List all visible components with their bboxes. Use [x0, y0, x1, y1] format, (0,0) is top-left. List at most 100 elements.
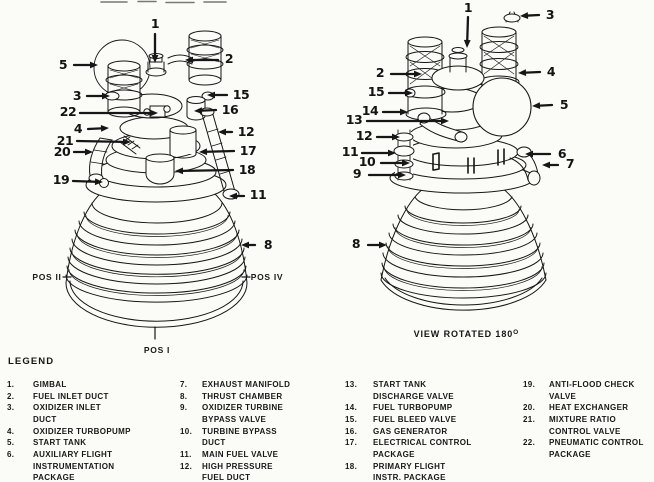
callout-number-rotated-12: 12 [355, 128, 373, 143]
callout-arrow-head [398, 171, 406, 179]
caption-degree-sup: O [513, 328, 519, 336]
callout-arrow-head [185, 56, 193, 64]
scan-artifact-marks [100, 0, 227, 4]
legend-entry-text: HIGH PRESSURE [202, 461, 273, 471]
legend-entry-number: 20. [523, 403, 536, 413]
legend-entry-text: PRIMARY FLIGHT [373, 461, 446, 471]
legend-entry-number: 10. [180, 426, 193, 436]
engine-rotated-art [380, 11, 547, 311]
callout-arrow-line [526, 13, 541, 17]
legend-entry-text: DUCT [33, 415, 57, 424]
callout-arrow-head [102, 92, 110, 100]
callout-number-front-1: 1 [150, 16, 160, 31]
callout-number-front-8: 8 [263, 237, 273, 252]
legend-entry-number: 9. [180, 403, 188, 413]
callout-arrow-head [241, 241, 249, 249]
legend-entry-number: 18. [345, 461, 358, 471]
legend-entry-number: 16. [345, 426, 358, 436]
callout-arrow-head [402, 159, 410, 167]
legend-entry-text: GIMBAL [33, 380, 67, 389]
legend-entry-text: BYPASS VALVE [202, 415, 267, 424]
callout-number-rotated-8: 8 [351, 236, 361, 251]
legend-entry-text: OXIDIZER INLET [33, 403, 102, 413]
callout-arrow-head [194, 107, 203, 115]
view-rotated-caption: VIEW ROTATED 180O [414, 328, 519, 340]
legend-entry-text: FUEL BLEED VALVE [373, 415, 457, 424]
callout-number-rotated-9: 9 [352, 166, 362, 181]
legend-entry-text: MAIN FUEL VALVE [202, 450, 279, 459]
callout-number-front-11: 11 [249, 187, 267, 202]
engine-front-art [65, 30, 248, 328]
legend-entry-text: ELECTRICAL CONTROL [373, 438, 472, 448]
callout-arrow-line [538, 103, 554, 107]
callout-arrow-head [175, 167, 184, 175]
legend-entry-text: CONTROL VALVE [549, 426, 621, 436]
legend-title: LEGEND [8, 356, 55, 367]
callout-arrow-head [525, 150, 533, 158]
callout-arrow-head [100, 124, 109, 132]
callout-arrow-line [466, 15, 470, 42]
legend-entry-text: DISCHARGE VALVE [373, 391, 454, 401]
legend-entry-text: PNEUMATIC CONTROL [549, 438, 644, 448]
callout-number-front-19: 19 [52, 172, 70, 187]
callout-arrow-head [207, 91, 215, 99]
pos-label-4: POS IV [250, 272, 284, 282]
callout-arrow-head [400, 108, 408, 116]
legend-entry-text: FUEL INLET DUCT [33, 391, 109, 401]
legend-entry-number: 6. [7, 450, 15, 459]
callout-arrow-head [392, 133, 400, 141]
callout-number-front-18: 18 [238, 162, 256, 177]
callout-arrow-head [405, 89, 413, 97]
legend-entry-number: 21. [523, 415, 536, 424]
callout-number-rotated-6: 6 [557, 146, 567, 161]
callout-arrow-head [388, 149, 396, 157]
callout-arrow-line [200, 108, 218, 112]
legend-entry-number: 1. [7, 380, 15, 389]
legend-entry-text: START TANK [373, 380, 427, 389]
legend-entry-number: 7. [180, 380, 188, 389]
callout-number-front-20: 20 [53, 144, 71, 159]
callout-number-front-15: 15 [232, 87, 250, 102]
legend-entry-number: 3. [7, 403, 15, 413]
callout-number-rotated-10: 10 [358, 154, 376, 169]
legend-entry-text: AUXILIARY FLIGHT [33, 450, 113, 459]
legend-entry-text: TURBINE BYPASS [202, 426, 277, 436]
callout-number-rotated-5: 5 [559, 97, 569, 112]
legend-entry-number: 13. [345, 380, 358, 389]
legend-entry-text: OXIDIZER TURBINE [202, 403, 284, 413]
callout-number-rotated-2: 2 [375, 65, 385, 80]
legend-entry-text: EXHAUST MANIFOLD [202, 380, 291, 389]
callout-arrow-head [518, 69, 527, 77]
callout-number-front-5: 5 [58, 57, 68, 72]
callout-arrow-head [379, 241, 387, 249]
callout-number-front-2: 2 [224, 51, 234, 66]
callout-number-front-4: 4 [73, 121, 83, 136]
callout-number-rotated-13: 13 [345, 112, 363, 127]
legend-entry-number: 19. [523, 380, 536, 389]
callout-arrow-head [441, 117, 449, 125]
legend-entry-text: INSTRUMENTATION [33, 461, 115, 471]
legend-entry-text: PACKAGE [549, 450, 591, 459]
legend-entry-text: FUEL DUCT [202, 473, 251, 482]
callout-arrow-line [75, 139, 125, 144]
callout-arrow-head [94, 178, 103, 186]
pos-label-1: POS I [143, 345, 171, 355]
callout-arrow-head [542, 161, 550, 169]
legend-entry-text: HEAT EXCHANGER [549, 403, 629, 413]
legend-entry-text: ANTI-FLOOD CHECK [549, 380, 635, 389]
legend-entry-text: INSTR. PACKAGE [373, 473, 446, 482]
callout-arrow-head [122, 138, 131, 146]
legend-entry-number: 5. [7, 438, 15, 448]
legend-entry-text: OXIDIZER TURBOPUMP [33, 426, 131, 436]
legend-entry-number: 8. [180, 391, 188, 401]
callout-arrow-head [199, 148, 208, 156]
callout-number-rotated-1: 1 [463, 0, 473, 15]
callout-arrow-head [85, 148, 93, 156]
callout-number-front-3: 3 [72, 88, 82, 103]
legend-entry-number: 15. [345, 415, 358, 424]
legend-entry-number: 14. [345, 403, 358, 413]
callout-arrow-head [90, 61, 98, 69]
callout-number-rotated-15: 15 [367, 84, 385, 99]
